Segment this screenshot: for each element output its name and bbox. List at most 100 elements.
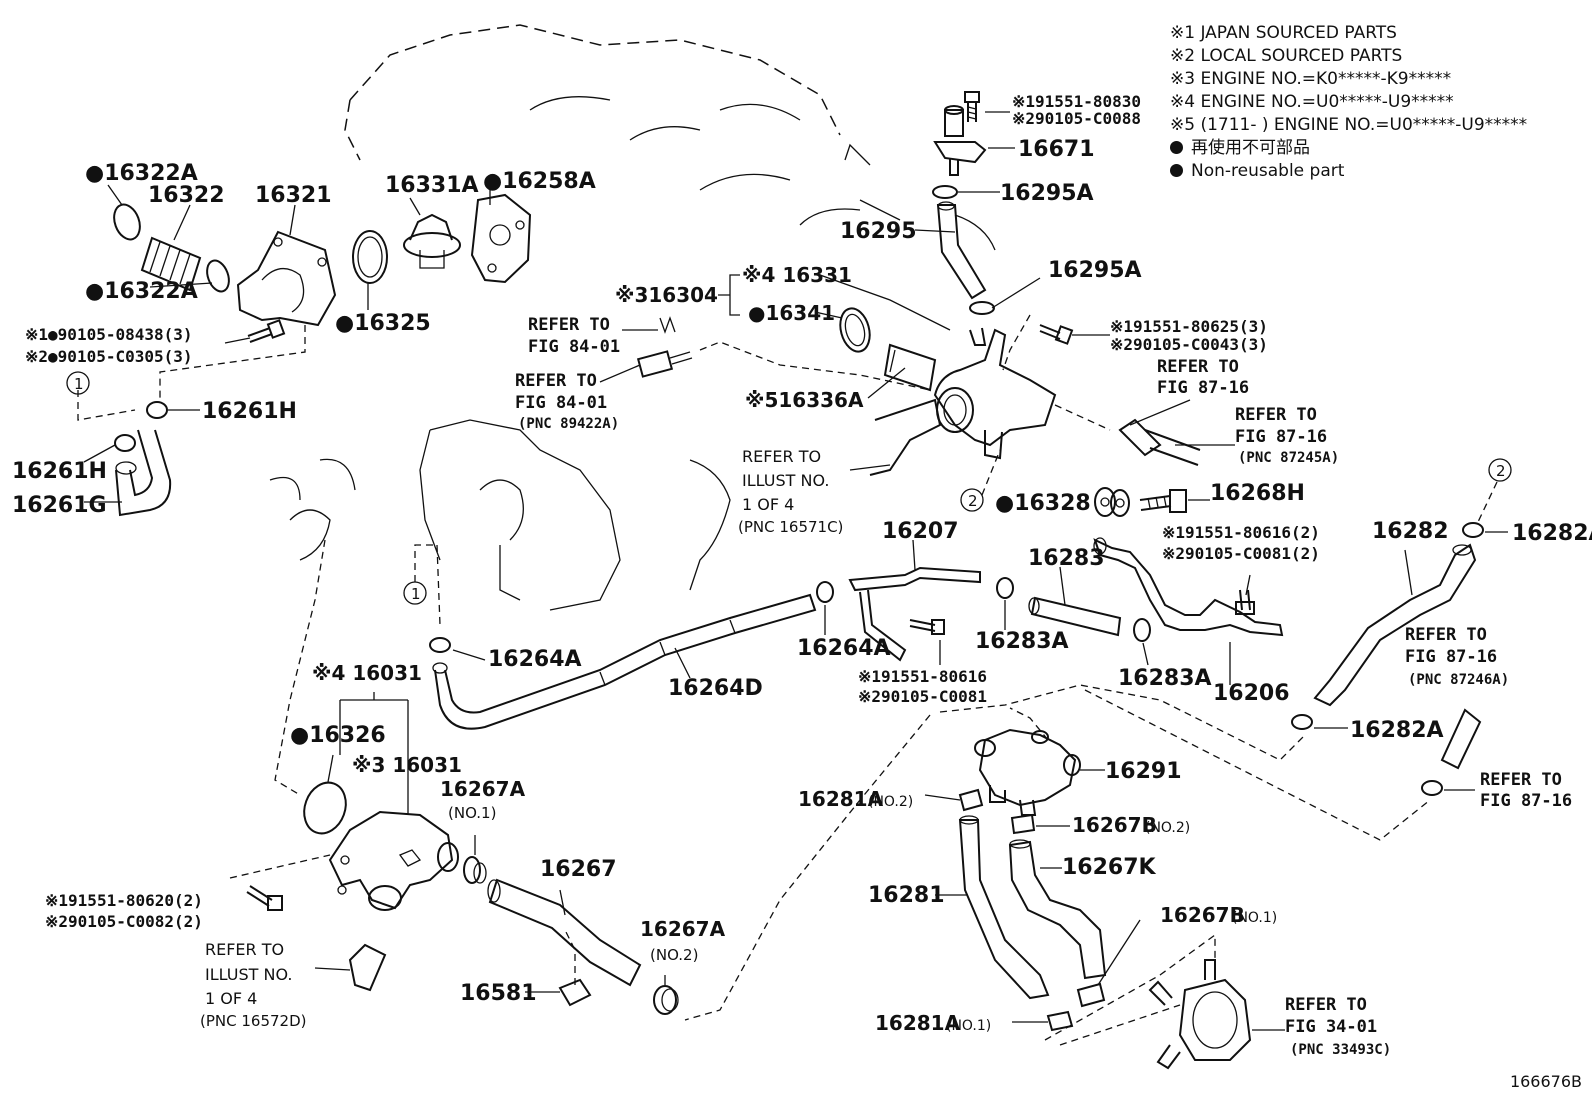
refer-84-a-line1: REFER TO <box>528 315 610 335</box>
pipe-16207-drawing <box>848 539 981 662</box>
callout-circle-1-left <box>66 371 90 395</box>
label-16267B-no1: 16267B <box>1160 903 1245 927</box>
refer-87-b-line3: (PNC 87245A) <box>1238 450 1339 466</box>
label-no2-b: (NO.2) <box>1145 820 1190 836</box>
refer-34-line3: (PNC 33493C) <box>1290 1042 1391 1058</box>
leader-lines-16261 <box>77 390 200 503</box>
part-labels: ●16322A 16322 ●16322A 16321 16331A ●1625… <box>12 92 1592 1058</box>
label-no1-c: (NO.1) <box>946 1018 991 1034</box>
hose-fitting-87-16-drawing <box>1054 399 1235 466</box>
water-bypass-16291-drawing <box>974 728 1105 816</box>
label-16207: 16207 <box>882 519 959 544</box>
clamp-16261H-left-drawing <box>114 434 136 452</box>
label-16291: 16291 <box>1105 759 1182 784</box>
bolt-16268H-drawing <box>1139 489 1210 513</box>
callout-2-far-right: 2 <box>1496 462 1506 480</box>
hose-illust-16572D-drawing <box>314 943 387 992</box>
engine-block-outline <box>269 24 996 611</box>
label-16031-b: ※3 16031 <box>352 753 462 777</box>
clamp-16283A-a-drawing <box>996 577 1014 630</box>
label-16264A-left: 16264A <box>488 647 582 672</box>
legend-nonreusable-jp: 再使用不可部品 <box>1170 137 1527 160</box>
clamp-16261H-right-drawing <box>146 401 168 419</box>
o-ring-16322A-bottom-drawing <box>206 259 230 293</box>
label-no1-a: (NO.1) <box>448 804 496 822</box>
label-no2-a: (NO.2) <box>868 794 913 810</box>
label-16304: ※316304 <box>615 283 718 307</box>
water-inlet-16321-drawing <box>236 230 337 327</box>
sensor-16304-drawing <box>636 316 693 378</box>
pipe-16336A-drawing <box>867 343 937 399</box>
label-16031-a: ※4 16031 <box>312 661 422 685</box>
seal-16341-drawing <box>814 307 871 353</box>
bolt-low-mid-drawing <box>909 619 945 665</box>
label-16281: 16281 <box>868 883 945 908</box>
leader-lines-topright <box>914 111 1041 309</box>
thermostat-16331A-drawing <box>403 213 461 269</box>
legend-nonreusable-en-text: Non-reusable part <box>1191 161 1345 181</box>
callout-1-left: 1 <box>74 375 84 393</box>
label-mid-bolt-2: ※290105-C0081(2) <box>1162 544 1320 563</box>
refer-87-d-line2: FIG 87-16 <box>1480 791 1572 811</box>
label-16322A-bottom: ●16322A <box>85 279 198 304</box>
legend-nonreusable-jp-text: 再使用不可部品 <box>1191 138 1310 158</box>
legend-note-3: ※3 ENGINE NO.=K0*****-K9***** <box>1170 69 1452 89</box>
label-bl-bolt-1: ※191551-80620(2) <box>45 891 203 910</box>
label-bolt-left-1: ※1●90105-08438(3) <box>25 325 193 344</box>
clamp-16295A-top-drawing <box>932 185 958 199</box>
label-rb-bolt-1: ※191551-80625(3) <box>1110 317 1268 336</box>
label-16283: 16283 <box>1028 546 1105 571</box>
legend: ※1 JAPAN SOURCED PARTS ※2 LOCAL SOURCED … <box>1170 22 1527 183</box>
refer-illust-a-line1: REFER TO <box>742 447 821 466</box>
refer-84-b-line1: REFER TO <box>515 371 597 391</box>
hose-16264D-drawing <box>432 593 817 730</box>
refer-illust-b-line4: (PNC 16572D) <box>200 1012 306 1030</box>
clamp-16264A-left-drawing <box>429 637 486 661</box>
leader-16331 <box>819 274 951 331</box>
label-16258A: ●16258A <box>483 169 596 194</box>
refer-illust-a-line2: ILLUST NO. <box>742 471 829 490</box>
label-16268H: 16268H <box>1210 481 1305 506</box>
hose-16282-drawing <box>1313 543 1477 707</box>
label-16261H-right: 16261H <box>202 399 297 424</box>
clamp-16282A-bottom-drawing <box>1291 714 1348 730</box>
label-16326: ●16326 <box>290 723 386 748</box>
label-16267A-bottom: 16267A <box>640 917 726 941</box>
refer-illust-b-line2: ILLUST NO. <box>205 965 292 984</box>
refer-87-c-line1: REFER TO <box>1405 625 1487 645</box>
leader-lines-topleft <box>107 184 491 400</box>
label-16328: ●16328 <box>995 491 1091 516</box>
water-outlet-housing-drawing <box>933 327 1057 460</box>
label-16281A-no1: 16281A <box>875 1011 961 1035</box>
legend-nonreusable-en: Non-reusable part <box>1170 160 1527 183</box>
label-16671: 16671 <box>1018 137 1095 162</box>
oil-cooler-33493C-drawing <box>1148 959 1285 1070</box>
label-no1-b: (NO.1) <box>1232 910 1277 926</box>
refer-87-a-line2: FIG 87-16 <box>1157 378 1249 398</box>
label-mid-bolt-1: ※191551-80616(2) <box>1162 523 1320 542</box>
label-16331A: 16331A <box>385 173 479 198</box>
label-16295A-mid: 16295A <box>1048 258 1142 283</box>
refer-illust-b-line1: REFER TO <box>205 940 284 959</box>
label-16336A: ※516336A <box>745 388 864 412</box>
refer-illust-a-line3: 1 OF 4 <box>742 495 794 514</box>
label-16264D: 16264D <box>668 676 763 701</box>
legend-note-4: ※4 ENGINE NO.=U0*****-U9***** <box>1170 92 1454 112</box>
bolt-mid-right-drawing <box>1235 574 1255 615</box>
clamp-16281A-no2-drawing <box>924 788 984 812</box>
label-16581: 16581 <box>460 981 537 1006</box>
bracket-16581-drawing <box>525 929 592 1007</box>
hose-to-illust-16571C <box>849 398 942 476</box>
label-low-bolt-2: ※290105-C0081 <box>858 687 987 706</box>
label-16267A-top: 16267A <box>440 777 526 801</box>
leader-lines-sensor <box>599 274 931 391</box>
refer-84-a-line2: FIG 84-01 <box>528 337 620 357</box>
clamp-16264A-mid-drawing <box>816 581 834 635</box>
callout-2-right: 2 <box>968 492 978 510</box>
hose-16261G-drawing <box>115 429 172 517</box>
clamp-16282A-top-drawing <box>1462 458 1512 538</box>
refer-illust-b-line3: 1 OF 4 <box>205 989 257 1008</box>
clamp-16295A-mid-drawing <box>969 301 995 315</box>
label-16295: 16295 <box>840 219 917 244</box>
